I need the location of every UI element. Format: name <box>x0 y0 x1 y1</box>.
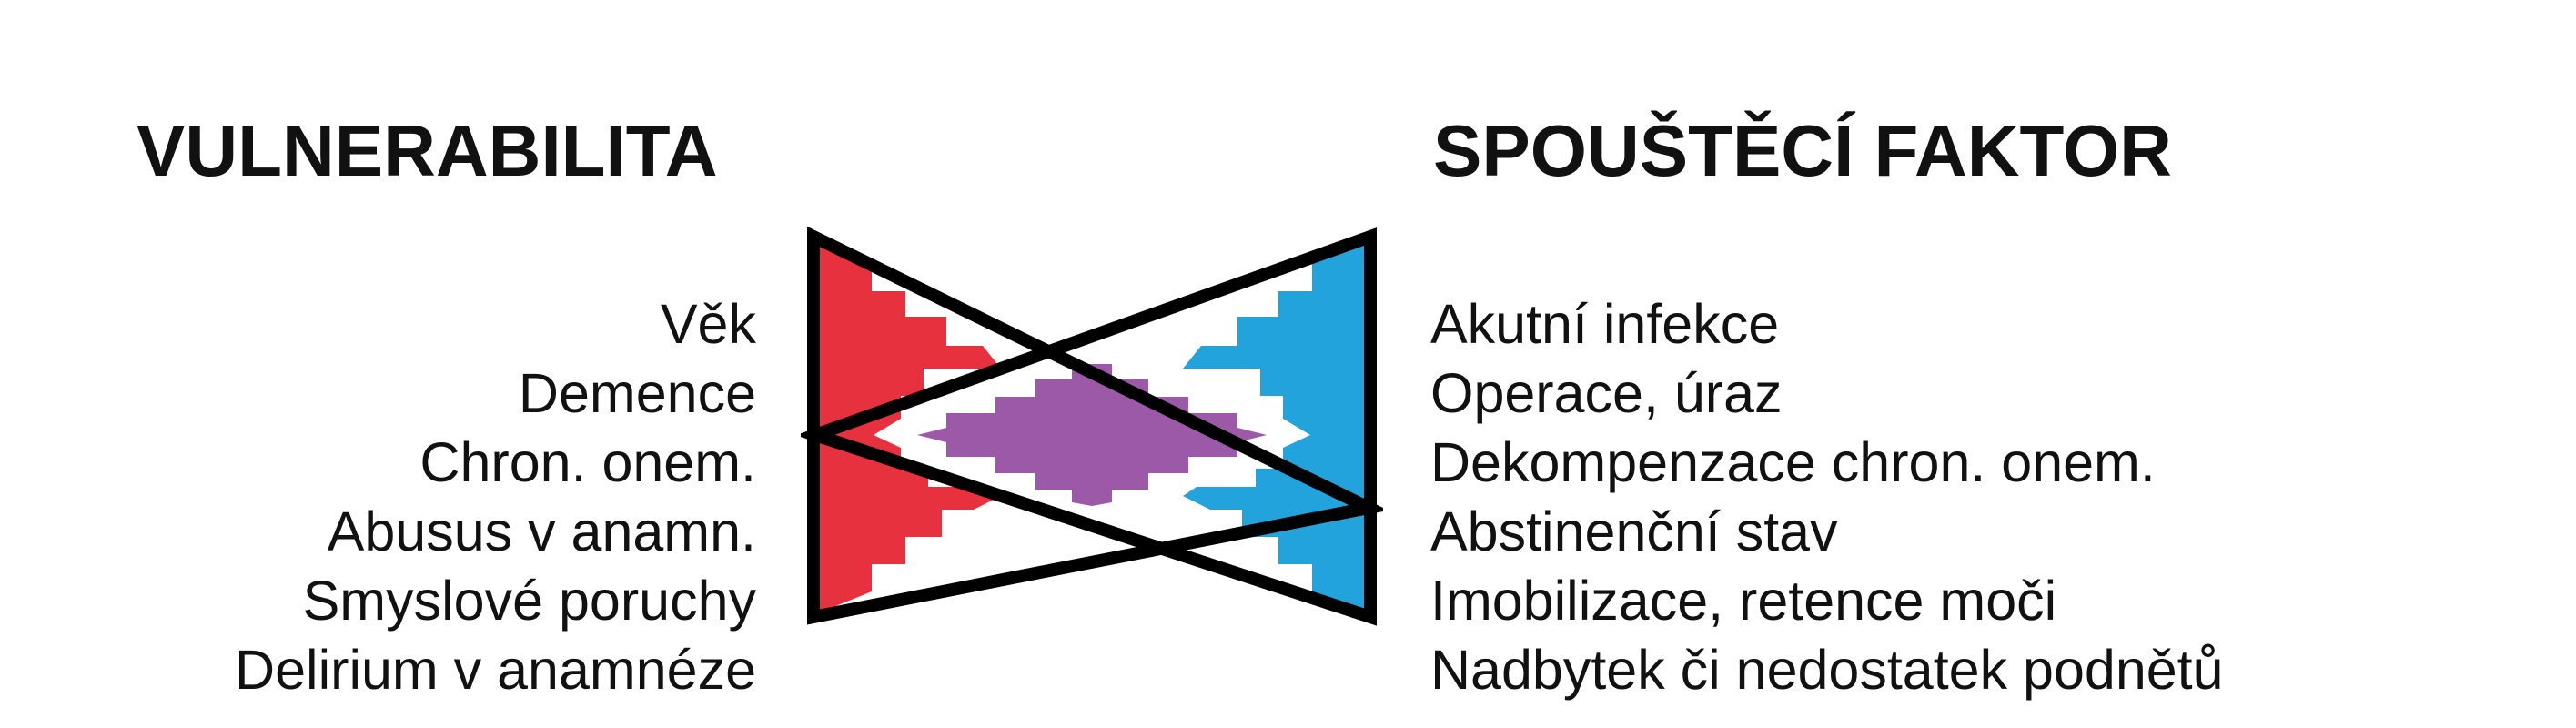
trigger-item: Imobilizace, retence moči <box>1430 570 2057 632</box>
trigger-heading: SPOUŠTĚCÍ FAKTOR <box>1433 110 2172 191</box>
vulnerability-list: Věk Demence Chron. onem. Abusus v anamn.… <box>235 289 756 704</box>
trigger-item: Nadbytek či nedostatek podnětů <box>1430 639 2224 701</box>
trigger-item: Akutní infekce <box>1430 293 1780 355</box>
vulnerability-wedge-outline <box>807 226 1383 625</box>
vulnerability-item: Delirium v anamnéze <box>235 639 756 701</box>
trigger-item: Operace, úraz <box>1430 362 1783 424</box>
vulnerability-item: Chron. onem. <box>419 431 756 493</box>
trigger-list: Akutní infekce Operace, úraz Dekompenzac… <box>1430 289 2224 704</box>
vulnerability-heading: VULNERABILITA <box>136 110 718 191</box>
vulnerability-fill <box>815 244 1001 614</box>
overlap-fill <box>917 364 1267 506</box>
vulnerability-item: Demence <box>518 362 756 424</box>
vulnerability-item: Věk <box>660 293 756 355</box>
vulnerability-trigger-diagram <box>801 226 1383 626</box>
trigger-item: Dekompenzace chron. onem. <box>1430 431 2156 493</box>
vulnerability-item: Smyslové poruchy <box>302 570 756 632</box>
trigger-item: Abstinenční stav <box>1430 500 1838 562</box>
trigger-wedge-outline <box>801 228 1377 626</box>
vulnerability-item: Abusus v anamn. <box>327 500 756 562</box>
